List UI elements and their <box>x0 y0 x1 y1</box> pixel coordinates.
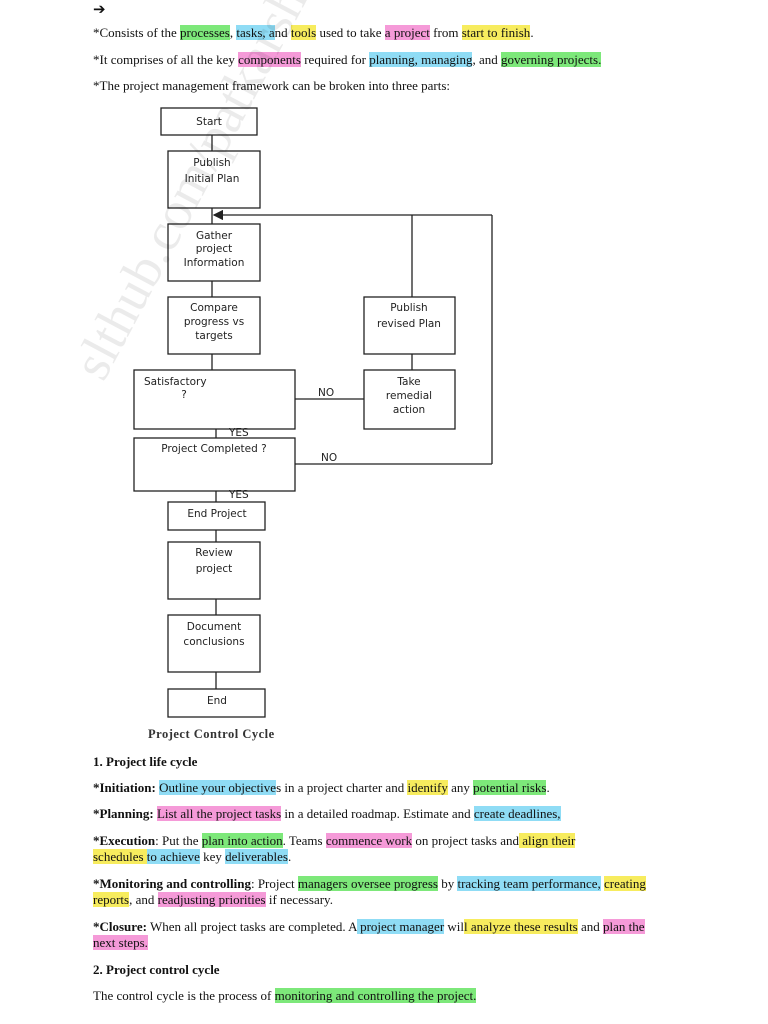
flowchart-caption: Project Control Cycle <box>148 727 275 741</box>
section1-heading: 1. Project life cycle <box>93 754 198 769</box>
flow-compare-2: progress vs <box>184 316 244 328</box>
compare-progress-box <box>167 296 261 355</box>
execution-line: *Execution: Put the plan into action. Te… <box>93 833 576 864</box>
flow-gather-2: project <box>196 243 232 255</box>
flow-no-2: NO <box>321 452 337 464</box>
flow-end: End <box>207 695 227 707</box>
flow-satisfactory-1: Satisfactory <box>144 376 207 388</box>
flow-satisfactory-2: ? <box>181 389 187 401</box>
publish-revised-plan-box <box>363 296 456 355</box>
review-project-box <box>167 541 261 600</box>
publish-initial-plan-box <box>167 150 261 209</box>
flow-gather-3: Information <box>184 257 245 269</box>
flow-publish-initial-1: Publish <box>193 157 230 169</box>
document-conclusions-box <box>167 614 261 673</box>
flow-no-1: NO <box>318 387 334 399</box>
flow-remedial-2: remedial <box>386 390 432 402</box>
flow-remedial-3: action <box>393 404 425 416</box>
closure-line: *Closure: When all project tasks are com… <box>93 919 645 950</box>
flow-start: Start <box>196 116 222 128</box>
planning-line: *Planning: List all the project tasks in… <box>93 806 561 821</box>
flow-document-2: conclusions <box>183 636 244 648</box>
section2-line-1: The control cycle is the process of moni… <box>93 988 477 1003</box>
flow-revised-2: revised Plan <box>377 318 441 330</box>
intro-line-2: *It comprises of all the key components … <box>93 52 602 67</box>
flow-review-1: Review <box>195 547 233 559</box>
flow-compare-1: Compare <box>190 302 238 314</box>
flow-remedial-1: Take <box>396 376 420 388</box>
gather-information-box <box>167 223 261 282</box>
flow-gather-1: Gather <box>196 230 233 242</box>
flow-yes-1: YES <box>228 427 249 439</box>
intro-line-3: *The project management framework can be… <box>93 78 450 93</box>
project-control-cycle-flowchart: Start Publish Initial Plan Gather projec… <box>133 107 493 718</box>
flow-revised-1: Publish <box>390 302 427 314</box>
start-box <box>160 107 258 136</box>
flow-review-2: project <box>196 563 232 575</box>
flow-publish-initial-2: Initial Plan <box>185 173 240 185</box>
section2-heading: 2. Project control cycle <box>93 962 220 977</box>
monitoring-line: *Monitoring and controlling: Project man… <box>93 876 646 907</box>
initiation-line: *Initiation: Outline your objectives in … <box>93 780 550 795</box>
flow-document-1: Document <box>187 621 241 633</box>
intro-line-1: *Consists of the processes, tasks, and t… <box>93 25 534 40</box>
arrow-icon: ➔ <box>93 0 106 18</box>
flow-end-project: End Project <box>187 508 246 520</box>
flow-completed: Project Completed ? <box>161 443 266 455</box>
flow-compare-3: targets <box>195 330 232 342</box>
flow-yes-2: YES <box>228 489 249 501</box>
